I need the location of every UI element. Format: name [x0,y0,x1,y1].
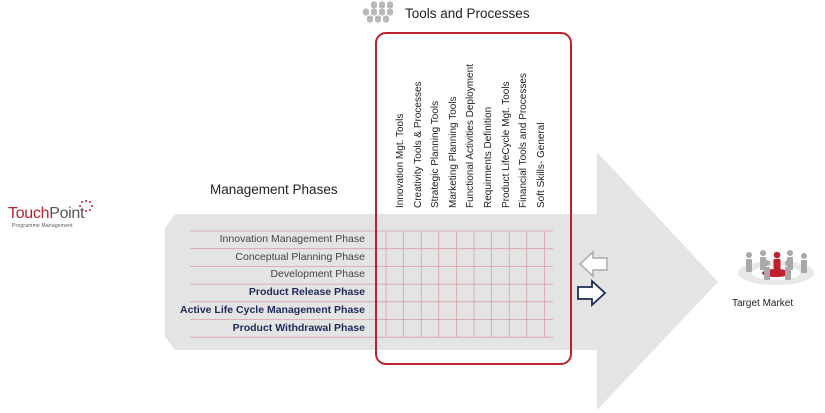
left-arrow-icon [578,250,608,278]
logo-name-part1: Touch [8,205,50,222]
tool-label: Financial Tools and Processes [518,73,530,208]
target-market-icon [738,250,814,285]
tools-heading: Tools and Processes [405,6,530,21]
big-arrow [165,152,718,410]
tool-label: Product LifeCycle Mgt. Tools [500,81,512,208]
tool-label: Soft Skills- General [535,122,547,208]
tool-label: Strategic Planning Tools [430,100,442,208]
tool-label: Requirments Definition [483,106,494,208]
phase-label: Active Life Cycle Management Phase [180,303,365,316]
target-market-label: Target Market [732,298,794,309]
tool-label: Marketing Planning Tools [447,96,459,208]
logo-subtitle: Programme Management [12,223,73,229]
right-arrow-icon [577,278,607,308]
logo-star-icon [79,200,93,212]
tool-label: Functional Activities Deployment [465,64,477,208]
phase-label: Innovation Management Phase [219,233,365,245]
tools-frame [375,32,572,365]
phase-label: Development Phase [270,268,365,281]
phase-label: Product Withdrawal Phase [232,321,365,334]
phases-heading: Management Phases [210,182,338,197]
hexagon-cluster-icon [363,1,393,23]
phase-label: Conceptual Planning Phase [235,250,365,263]
tool-label: Innovation Mgt. Tools [395,113,406,208]
touchpoint-logo: TouchPoint [8,205,84,223]
logo-name-part2: Point [49,205,85,222]
phase-tool-grid [190,230,553,338]
tool-label: Creativity Tools & Processes [412,81,424,208]
phase-label: Product Release Phase [248,286,365,299]
